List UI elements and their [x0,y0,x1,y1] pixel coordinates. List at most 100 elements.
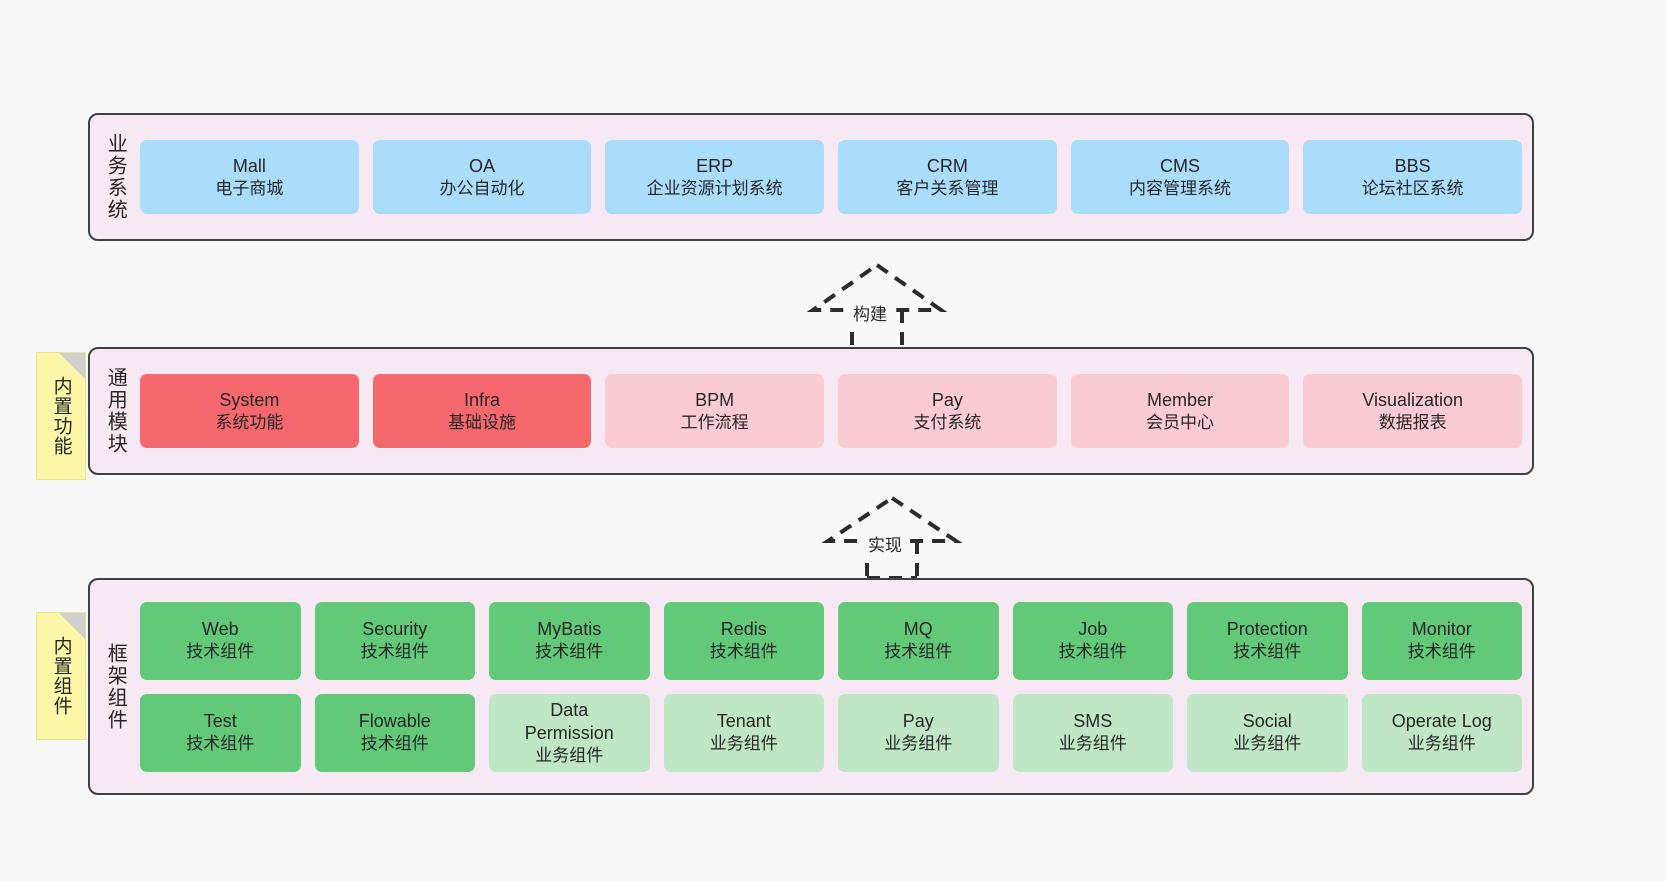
card-subtitle: 工作流程 [680,412,749,432]
sticky-note-builtin-features: 内置功能 [36,352,86,480]
connector-build: 构建 [800,262,950,352]
card-title: System [219,389,280,410]
card-bpm[interactable]: BPM 工作流程 [605,374,825,448]
card-subtitle: 电子商城 [215,178,284,198]
card-protection[interactable]: Protection 技术组件 [1187,601,1348,680]
card-data-permission[interactable]: Data Permission 业务组件 [489,693,650,772]
card-erp[interactable]: ERP 企业资源计划系统 [605,140,825,214]
card-tenant[interactable]: Tenant 业务组件 [663,693,824,772]
connector-label-build: 构建 [850,300,890,325]
card-title: CMS [1160,155,1201,176]
card-title: Monitor [1411,619,1472,640]
sticky-note-builtin-components: 内置组件 [36,612,86,740]
card-subtitle: 技术组件 [1233,642,1302,662]
card-title: Protection [1226,619,1308,640]
card-member[interactable]: Member 会员中心 [1070,374,1290,448]
card-title: Pay [902,711,934,732]
card-pay-component[interactable]: Pay 业务组件 [838,693,999,772]
card-subtitle: 办公自动化 [439,178,525,198]
card-title: OA [469,155,496,176]
card-title: MQ [903,619,933,640]
card-title: CRM [926,155,968,176]
layer-body-framework-components: Web 技术组件 Security 技术组件 MyBatis 技术组件 Redi… [140,580,1532,793]
card-subtitle: 业务组件 [709,734,778,754]
card-pay[interactable]: Pay 支付系统 [838,374,1057,448]
card-row: Mall 电子商城 OA 办公自动化 ERP 企业资源计划系统 CRM 客户关系… [140,140,1523,214]
card-crm[interactable]: CRM 客户关系管理 [838,140,1057,214]
card-mall[interactable]: Mall 电子商城 [140,140,359,214]
card-title: Test [203,711,237,732]
layer-body-common-modules: System 系统功能 Infra 基础设施 BPM 工作流程 Pay 支付系统… [140,349,1532,473]
card-system[interactable]: System 系统功能 [140,374,359,448]
layer-title-business-systems: 业务系统 [104,133,127,221]
fold-corner-icon [59,613,85,639]
card-mybatis[interactable]: MyBatis 技术组件 [489,601,650,680]
card-row: Test 技术组件 Flowable 技术组件 Data Permission … [140,693,1522,772]
card-subtitle: 技术组件 [535,642,604,662]
card-subtitle: 内容管理系统 [1129,178,1232,198]
card-redis[interactable]: Redis 技术组件 [663,601,824,680]
card-subtitle: 业务组件 [884,734,953,754]
card-sms[interactable]: SMS 业务组件 [1012,693,1173,772]
card-subtitle: 技术组件 [1407,642,1476,662]
card-subtitle: 论坛社区系统 [1361,178,1464,198]
card-test[interactable]: Test 技术组件 [140,693,301,772]
card-social[interactable]: Social 业务组件 [1187,693,1348,772]
card-row: Web 技术组件 Security 技术组件 MyBatis 技术组件 Redi… [140,601,1522,680]
card-security[interactable]: Security 技术组件 [314,601,475,680]
layer-title-framework-components: 框架组件 [104,642,127,731]
card-oa[interactable]: OA 办公自动化 [372,140,592,214]
card-flowable[interactable]: Flowable 技术组件 [314,693,475,772]
card-subtitle: 技术组件 [360,734,429,754]
card-title: Member [1147,389,1214,410]
card-subtitle: 业务组件 [1058,734,1127,754]
connector-implement: 实现 [815,495,965,580]
card-subtitle: 支付系统 [913,412,982,432]
card-subtitle: 数据报表 [1378,412,1447,432]
card-monitor[interactable]: Monitor 技术组件 [1361,601,1522,680]
card-title: Redis [720,619,767,640]
card-title: ERP [696,155,734,176]
card-title: Visualization [1362,389,1464,410]
layer-common-modules: 通用模块 System 系统功能 Infra 基础设施 BPM 工作流程 Pay… [88,347,1534,475]
card-title: Operate Log [1391,711,1492,732]
layer-body-business-systems: Mall 电子商城 OA 办公自动化 ERP 企业资源计划系统 CRM 客户关系… [140,115,1532,239]
card-job[interactable]: Job 技术组件 [1012,601,1173,680]
card-title: Tenant [716,711,771,732]
card-subtitle: 技术组件 [884,642,953,662]
card-cms[interactable]: CMS 内容管理系统 [1070,140,1290,214]
layer-framework-components: 框架组件 Web 技术组件 Security 技术组件 MyBatis 技术组件… [88,578,1534,795]
card-title: SMS [1073,711,1113,732]
card-operate-log[interactable]: Operate Log 业务组件 [1361,693,1522,772]
card-bbs[interactable]: BBS 论坛社区系统 [1303,140,1523,214]
card-title: MyBatis [537,619,602,640]
card-title: Job [1078,619,1108,640]
card-title: Security [362,619,428,640]
card-subtitle: 基础设施 [448,412,516,432]
card-subtitle: 技术组件 [186,734,255,754]
card-subtitle: 技术组件 [186,642,255,662]
card-title: Pay [931,389,963,410]
card-subtitle: 业务组件 [1407,734,1476,754]
card-title: Web [201,619,239,640]
card-subtitle: 会员中心 [1146,412,1215,432]
card-row: System 系统功能 Infra 基础设施 BPM 工作流程 Pay 支付系统… [140,374,1523,448]
card-subtitle: 技术组件 [709,642,778,662]
card-infra[interactable]: Infra 基础设施 [372,374,592,448]
card-subtitle: 业务组件 [535,745,604,765]
card-title: BBS [1394,155,1431,176]
card-subtitle: 系统功能 [215,412,284,432]
card-title: Mall [232,155,266,176]
sticky-note-label: 内置组件 [50,636,72,716]
card-web[interactable]: Web 技术组件 [140,601,301,680]
card-subtitle: 企业资源计划系统 [646,178,783,198]
card-subtitle: 技术组件 [1058,642,1127,662]
card-mq[interactable]: MQ 技术组件 [838,601,999,680]
card-title: Data Permission [524,699,614,743]
card-title: BPM [695,389,735,410]
card-title: Flowable [358,711,431,732]
layer-title-common-modules: 通用模块 [104,367,127,455]
card-visualization[interactable]: Visualization 数据报表 [1303,374,1523,448]
layer-business-systems: 业务系统 Mall 电子商城 OA 办公自动化 ERP 企业资源计划系统 CRM… [88,113,1534,241]
